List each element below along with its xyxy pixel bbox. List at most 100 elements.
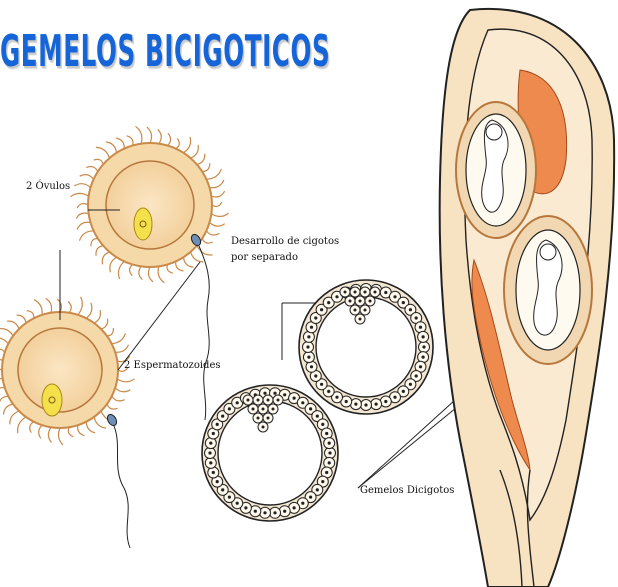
corona-spike bbox=[158, 129, 161, 143]
corona-spike bbox=[167, 265, 173, 274]
cell-nucleus bbox=[277, 399, 280, 402]
corona-spike bbox=[115, 388, 130, 392]
corona-spike bbox=[206, 231, 219, 235]
cell-nucleus bbox=[354, 291, 357, 294]
cell-nucleus bbox=[309, 407, 312, 410]
cell-nucleus bbox=[267, 399, 270, 402]
uterus bbox=[440, 9, 615, 587]
corona-spike bbox=[80, 175, 94, 180]
corona-spike bbox=[96, 147, 110, 158]
cell-nucleus bbox=[221, 415, 224, 418]
corona-spike bbox=[10, 411, 19, 424]
corona-spike bbox=[34, 300, 42, 315]
cell-nucleus bbox=[384, 400, 387, 403]
cell-nucleus bbox=[321, 480, 324, 483]
corona-spike bbox=[58, 428, 63, 445]
cell-nucleus bbox=[374, 291, 377, 294]
corona-spike bbox=[86, 166, 98, 171]
corona-spike bbox=[206, 169, 221, 179]
sperm-bottom bbox=[106, 413, 130, 548]
corona-spike bbox=[68, 302, 71, 313]
cell-nucleus bbox=[359, 300, 362, 303]
cell-nucleus bbox=[328, 451, 331, 454]
cell-nucleus bbox=[262, 426, 265, 429]
corona-spike bbox=[176, 261, 184, 271]
corona-spike bbox=[18, 417, 26, 433]
cell-nucleus bbox=[262, 408, 265, 411]
corona-spike bbox=[107, 328, 114, 336]
corona-spike bbox=[57, 299, 61, 312]
label-desarrollo-line2: por separado bbox=[231, 252, 298, 263]
corona-spike bbox=[101, 319, 108, 329]
cell-nucleus bbox=[257, 399, 260, 402]
cell-nucleus bbox=[309, 496, 312, 499]
cell-nucleus bbox=[345, 400, 348, 403]
cell-nucleus bbox=[402, 301, 405, 304]
corona-spike bbox=[77, 203, 88, 207]
cell-nucleus bbox=[422, 356, 425, 359]
cell-nucleus bbox=[335, 396, 338, 399]
label-gemelos: Gemelos Dicigotos bbox=[360, 485, 454, 496]
cell-nucleus bbox=[369, 300, 372, 303]
corona-spike bbox=[96, 246, 103, 256]
corona-spike bbox=[48, 427, 51, 442]
cell-nucleus bbox=[228, 407, 231, 410]
corona-spike bbox=[94, 417, 106, 428]
corona-spike bbox=[191, 145, 199, 158]
corona-spike bbox=[17, 315, 26, 323]
corona-spike bbox=[27, 311, 34, 319]
cell-nucleus bbox=[320, 383, 323, 386]
corona-spike bbox=[78, 297, 82, 315]
label-ovulos: 2 Óvulos bbox=[26, 181, 70, 192]
cell-nucleus bbox=[228, 496, 231, 499]
corona-spike bbox=[210, 223, 225, 227]
cell-nucleus bbox=[419, 326, 422, 329]
cell-nucleus bbox=[212, 471, 215, 474]
fetus-lower bbox=[504, 216, 592, 364]
label-desarrollo-line1: Desarrollo de cigotos bbox=[231, 236, 339, 247]
corona-spike bbox=[102, 252, 109, 265]
corona-spike bbox=[139, 266, 143, 279]
corona-spike bbox=[184, 137, 191, 153]
blastocyst-left bbox=[202, 385, 338, 521]
cell-nucleus bbox=[293, 397, 296, 400]
cell-nucleus bbox=[209, 461, 212, 464]
cell-nucleus bbox=[247, 399, 250, 402]
corona-spike bbox=[94, 159, 103, 164]
blastocyst-right bbox=[299, 280, 433, 414]
cell-nucleus bbox=[393, 396, 396, 399]
cell-nucleus bbox=[316, 488, 319, 491]
corona-spike bbox=[106, 142, 117, 153]
cell-nucleus bbox=[283, 510, 286, 513]
cell-nucleus bbox=[375, 403, 378, 406]
cell-nucleus bbox=[422, 335, 425, 338]
cell-nucleus bbox=[364, 403, 367, 406]
corona-spike bbox=[110, 257, 117, 272]
cell-nucleus bbox=[221, 488, 224, 491]
cell-nucleus bbox=[254, 510, 257, 513]
corona-spike bbox=[202, 163, 210, 171]
corona-spike bbox=[117, 379, 134, 382]
cell-nucleus bbox=[212, 432, 215, 435]
corona-spike bbox=[211, 191, 224, 197]
corona-spike bbox=[147, 127, 152, 143]
cell-nucleus bbox=[310, 326, 313, 329]
cell-nucleus bbox=[402, 390, 405, 393]
corona-spike bbox=[78, 425, 85, 436]
cell-nucleus bbox=[335, 295, 338, 298]
corona-spike bbox=[112, 396, 125, 401]
corona-spike bbox=[202, 239, 213, 244]
cell-nucleus bbox=[314, 374, 317, 377]
cell-nucleus bbox=[320, 308, 323, 311]
cell-nucleus bbox=[354, 403, 357, 406]
cell-nucleus bbox=[327, 390, 330, 393]
cell-nucleus bbox=[419, 365, 422, 368]
cell-nucleus bbox=[359, 318, 362, 321]
cell-nucleus bbox=[209, 442, 212, 445]
cell-nucleus bbox=[354, 309, 357, 312]
corona-spike bbox=[68, 427, 73, 436]
cell-nucleus bbox=[273, 392, 276, 395]
corona-spike bbox=[74, 184, 90, 188]
cell-nucleus bbox=[236, 502, 239, 505]
